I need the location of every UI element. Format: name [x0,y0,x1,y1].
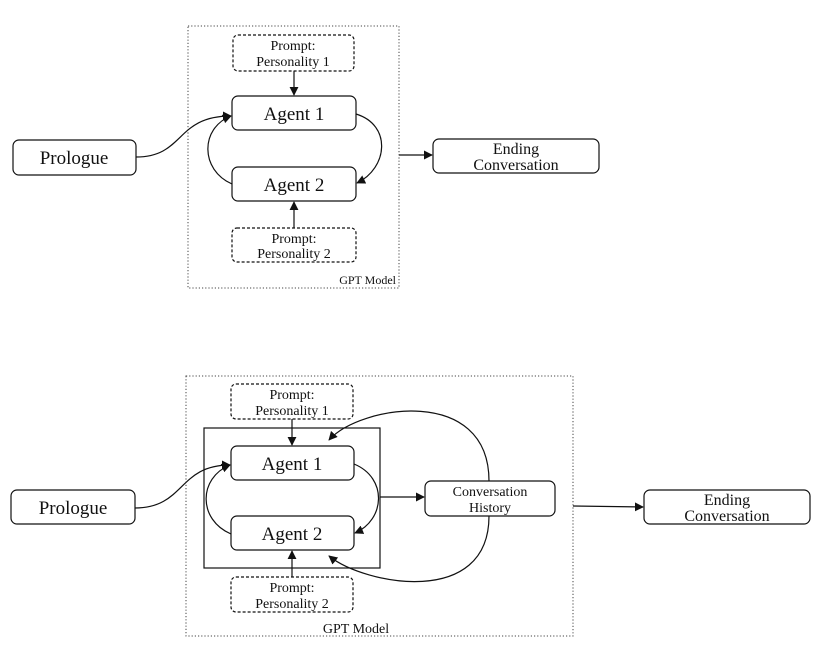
top-prompt-1-line-2: Personality 1 [256,55,330,70]
bottom-prompt-2-line-2: Personality 2 [255,597,329,612]
bottom-model-to-ending-arrow [572,502,644,512]
bottom-conversation-history: Conversation History [424,480,556,517]
top-ending-line-1: Ending [493,141,539,158]
bottom-history-to-agent1-arrow [328,410,490,482]
top-prologue-label: Prologue [40,148,109,169]
top-agent-2-label: Agent 2 [264,175,325,196]
bottom-prompt-1-line-1: Prompt: [269,388,314,403]
top-diagram: GPT Model Prompt: Personality 1 Agent 1 … [12,25,600,289]
bottom-prompt-2-line-1: Prompt: [269,581,314,596]
top-prologue-to-agent1-arrow [135,111,232,158]
top-ending-line-2: Conversation [473,157,558,174]
bottom-agent-1-label: Agent 1 [262,454,323,475]
top-gpt-model-label: GPT Model [339,273,396,287]
bottom-prompt-personality-1: Prompt: Personality 1 [230,383,354,420]
bottom-history-line-2: History [469,501,511,516]
bottom-agent-2-label: Agent 2 [262,524,323,545]
bottom-diagram: GPT Model Prompt: Personality 1 Agent 1 … [10,375,811,637]
top-prompt-personality-1: Prompt: Personality 1 [232,34,355,72]
top-agent2-to-agent1-arrow [207,114,233,185]
top-prompt-2-line-2: Personality 2 [257,247,331,262]
top-prologue: Prologue [12,139,137,176]
bottom-prologue-label: Prologue [39,498,108,519]
top-agent-2: Agent 2 [231,166,357,202]
top-agent-1: Agent 1 [231,95,357,131]
bottom-prompt-personality-2: Prompt: Personality 2 [230,576,354,613]
bottom-ending-line-1: Ending [704,492,750,509]
bottom-gpt-model-label: GPT Model [323,622,389,637]
bottom-agent-2: Agent 2 [230,515,355,551]
top-prompt-2-line-1: Prompt: [271,232,316,247]
bottom-ending-line-2: Conversation [684,508,769,525]
bottom-agent1-to-agent2-arrow [353,463,379,534]
top-ending-conversation: Ending Conversation [432,138,600,174]
top-prompt-1-line-1: Prompt: [270,39,315,54]
bottom-history-to-agent2-arrow [328,515,490,583]
top-prompt-personality-2: Prompt: Personality 2 [231,227,357,263]
bottom-agent-1: Agent 1 [230,445,355,481]
top-agent1-to-agent2-arrow [355,113,383,184]
bottom-ending-conversation: Ending Conversation [643,489,811,525]
bottom-prologue: Prologue [10,489,136,525]
bottom-prologue-to-agent1-arrow [134,460,231,509]
bottom-history-line-1: Conversation [453,485,528,500]
bottom-prompt-1-line-2: Personality 1 [255,404,329,419]
top-agent-1-label: Agent 1 [264,104,325,125]
bottom-agent2-to-agent1-arrow [205,463,232,535]
